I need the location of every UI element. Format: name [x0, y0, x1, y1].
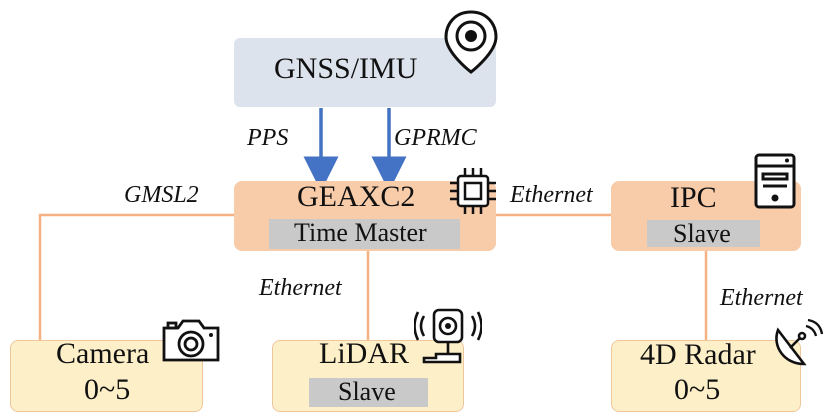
lidar-label: LiDAR [319, 337, 409, 370]
ethernet-radar-label: Ethernet [720, 285, 803, 311]
lidar-sensor-icon [414, 308, 482, 364]
gnss-imu-label: GNSS/IMU [274, 52, 418, 85]
camera-icon [162, 319, 220, 362]
camera-box [10, 340, 203, 412]
radar-range: 0~5 [674, 373, 721, 406]
chip-icon [450, 168, 496, 214]
radar-label: 4D Radar [640, 338, 756, 371]
ethernet-lidar-label: Ethernet [259, 275, 342, 301]
lidar-slave-bar [309, 378, 428, 407]
ipc-label: IPC [670, 181, 717, 214]
ipc-slave-label: Slave [673, 219, 731, 248]
gmsl2-label: GMSL2 [124, 182, 199, 208]
time-master-label: Time Master [294, 218, 427, 247]
gmsl2-connector [38, 213, 236, 340]
satellite-dish-icon [775, 318, 824, 366]
time-master-bar [269, 219, 460, 249]
lidar-slave-label: Slave [338, 377, 396, 406]
location-pin-icon [444, 10, 498, 74]
ipc-slave-bar [647, 220, 760, 247]
radar-box [611, 340, 801, 412]
ethernet-ipc-label: Ethernet [510, 182, 593, 208]
gprmc-label: GPRMC [394, 125, 477, 151]
pps-label: PPS [247, 125, 289, 151]
computer-tower-icon [754, 153, 796, 209]
geaxc2-label: GEAXC2 [297, 180, 416, 213]
camera-range: 0~5 [84, 373, 131, 406]
camera-label: Camera [56, 337, 150, 370]
